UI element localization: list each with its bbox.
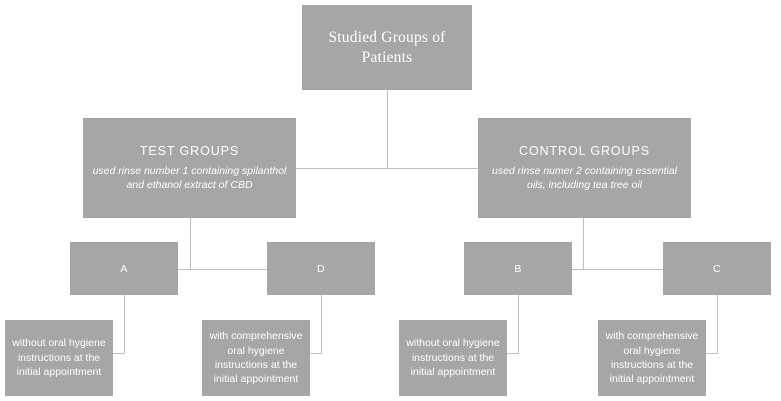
node-detail-b[interactable]: without oral hygiene instructions at the…	[399, 320, 507, 396]
node-detail-a-text: without oral hygiene instructions at the…	[12, 337, 106, 379]
node-subgroup-d-label: D	[317, 262, 325, 275]
node-detail-a[interactable]: without oral hygiene instructions at the…	[5, 320, 113, 396]
node-root-label: Studied Groups of Patients	[328, 29, 446, 66]
node-test-groups-description: used rinse number 1 containing spilantho…	[92, 165, 287, 192]
connector-b-bar	[506, 353, 519, 354]
node-test-groups-title: TEST GROUPS	[139, 144, 240, 159]
node-detail-b-text: without oral hygiene instructions at the…	[406, 337, 500, 379]
node-subgroup-c-label: C	[713, 262, 721, 275]
node-subgroup-d[interactable]: D	[267, 242, 375, 295]
connector-a-stem	[124, 295, 125, 354]
node-detail-c-text: with comprehensive oral hygiene instruct…	[605, 330, 699, 386]
connector-test-bar	[178, 269, 274, 270]
node-root-studied-groups[interactable]: Studied Groups of Patients	[302, 5, 472, 90]
node-control-groups-title: CONTROL GROUPS	[519, 144, 650, 159]
node-test-groups[interactable]: TEST GROUPS used rinse number 1 containi…	[83, 118, 296, 218]
connector-b-stem	[518, 295, 519, 354]
connector-d-stem	[321, 295, 322, 354]
node-detail-c[interactable]: with comprehensive oral hygiene instruct…	[598, 320, 706, 396]
node-subgroup-b[interactable]: B	[464, 242, 572, 295]
node-subgroup-c[interactable]: C	[663, 242, 771, 295]
connector-d-bar	[309, 353, 322, 354]
connector-c-bar	[705, 353, 718, 354]
node-detail-d[interactable]: with comprehensive oral hygiene instruct…	[202, 320, 310, 396]
node-subgroup-a[interactable]: A	[70, 242, 178, 295]
node-subgroup-b-label: B	[514, 262, 522, 275]
connector-c-stem	[717, 295, 718, 354]
connector-root-stem	[387, 90, 388, 169]
node-control-groups[interactable]: CONTROL GROUPS used rinse numer 2 contai…	[478, 118, 691, 218]
connector-root-bar	[296, 168, 478, 169]
node-control-groups-description: used rinse numer 2 containing essential …	[491, 165, 678, 192]
connector-a-bar	[112, 353, 125, 354]
connector-control-bar	[570, 269, 665, 270]
connector-control-stem	[583, 218, 584, 270]
connector-test-stem	[190, 218, 191, 270]
node-detail-d-text: with comprehensive oral hygiene instruct…	[209, 330, 303, 386]
node-subgroup-a-label: A	[120, 262, 128, 275]
